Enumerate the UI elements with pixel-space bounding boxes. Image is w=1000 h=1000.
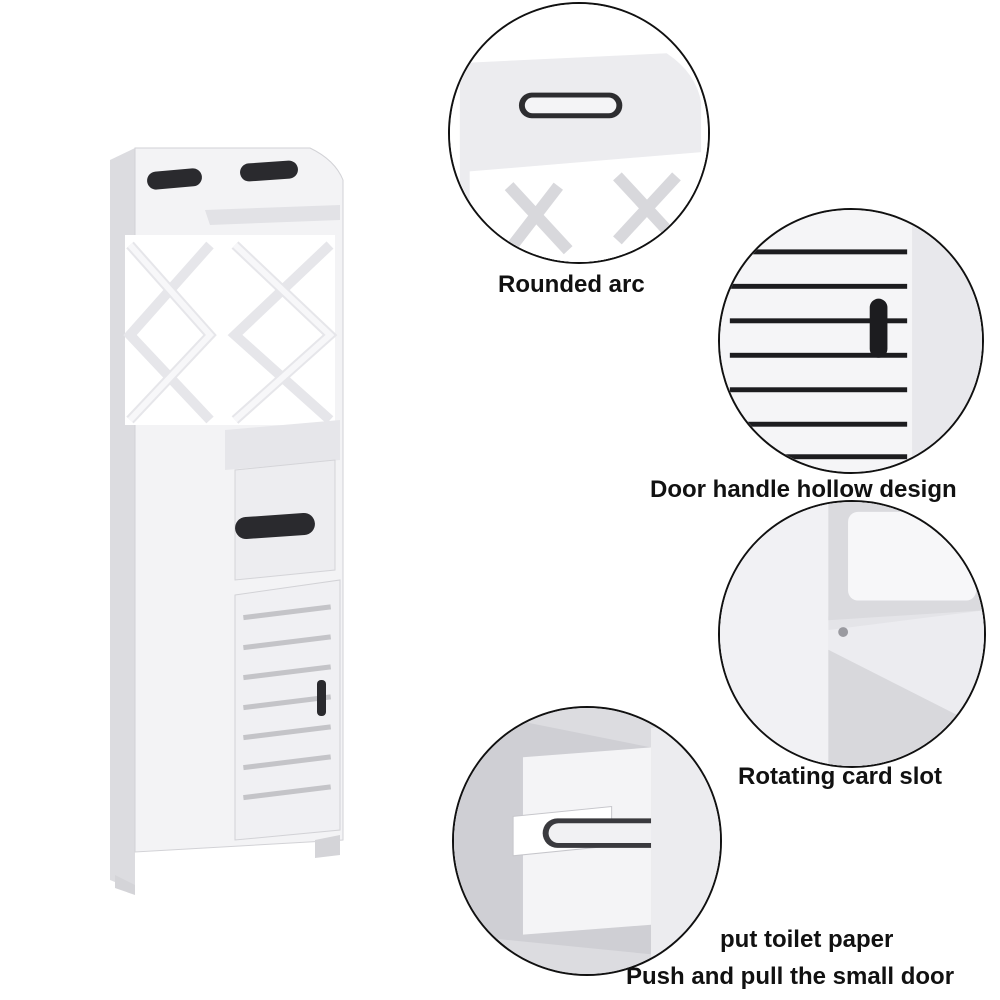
door-slats-handle-closeup-icon [720,210,982,472]
cabinet-illustration [110,147,344,895]
caption-rounded-arc: Rounded arc [498,271,645,298]
detail-circle-drawer [452,706,722,976]
caption-rotating-slot: Rotating card slot [738,763,943,790]
caption-put-toilet-paper: put toilet paper [720,926,894,953]
rotating-slot-closeup-icon [720,502,984,766]
caption-push-pull-door: Push and pull the small door [626,963,955,990]
caption-door-handle: Door handle hollow design [650,476,957,503]
detail-circle-door-handle [718,208,984,474]
detail-circle-rotating-slot [718,500,986,768]
detail-circle-rounded-arc [448,2,710,264]
top-arc-handle-closeup-icon [450,4,708,262]
drawer-closeup-icon [454,708,720,974]
cabinet-product-image [95,140,355,900]
